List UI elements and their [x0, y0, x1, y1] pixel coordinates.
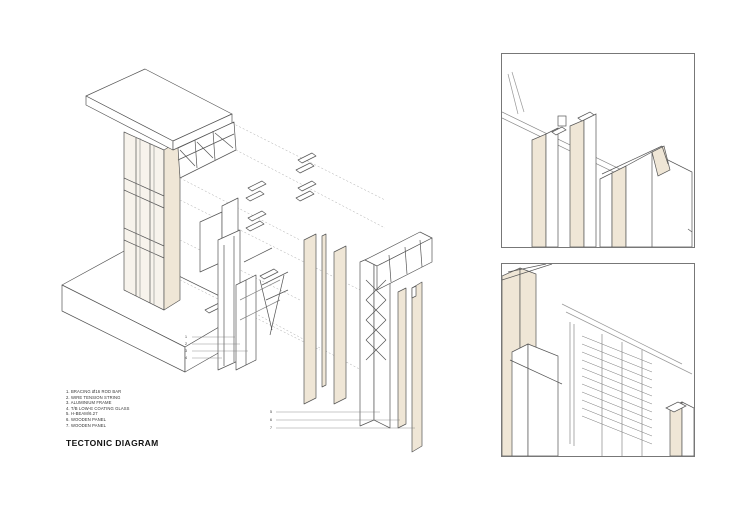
diagram-title: TECTONIC DIAGRAM	[66, 438, 159, 448]
detail-bottom-drawing	[502, 264, 694, 456]
legend-item: 2. WIRE TENSION STRING	[66, 394, 121, 400]
callout-3: 3	[185, 349, 187, 353]
callout-6: 6	[270, 418, 272, 422]
glazing-assembly	[199, 197, 289, 371]
roof-slab	[85, 68, 233, 151]
wooden-panels-right	[397, 281, 423, 453]
callout-5: 5	[270, 410, 272, 414]
connector-plates	[204, 152, 317, 314]
callout-7: 7	[270, 426, 272, 430]
callout-2: 2	[185, 342, 187, 346]
detail-panel-top	[501, 53, 695, 248]
wooden-panels-middle	[303, 233, 347, 405]
legend-item: 1. BRACING Ø16 ROD BAR	[66, 389, 122, 394]
legend-item: 7. WOODEN PANEL	[66, 422, 107, 428]
legend-item: 4. T/B LOW-E COATING GLASS	[66, 405, 130, 411]
legend: 1. BRACING Ø16 ROD BAR 2. WIRE TENSION S…	[66, 389, 216, 428]
detail-top-drawing	[502, 71, 693, 247]
detail-panel-bottom	[501, 263, 695, 457]
callout-4: 4	[185, 356, 187, 360]
h-beam-column	[359, 231, 433, 429]
legend-item: 5. H-BEAM/6.27	[66, 411, 98, 417]
callout-1: 1	[185, 335, 187, 339]
legend-item: 6. WOODEN PANEL	[66, 416, 107, 422]
callout-leaders	[192, 336, 415, 429]
legend-item: 3. ALUMINIUM FRAME	[66, 400, 112, 406]
column-tower	[123, 131, 181, 311]
